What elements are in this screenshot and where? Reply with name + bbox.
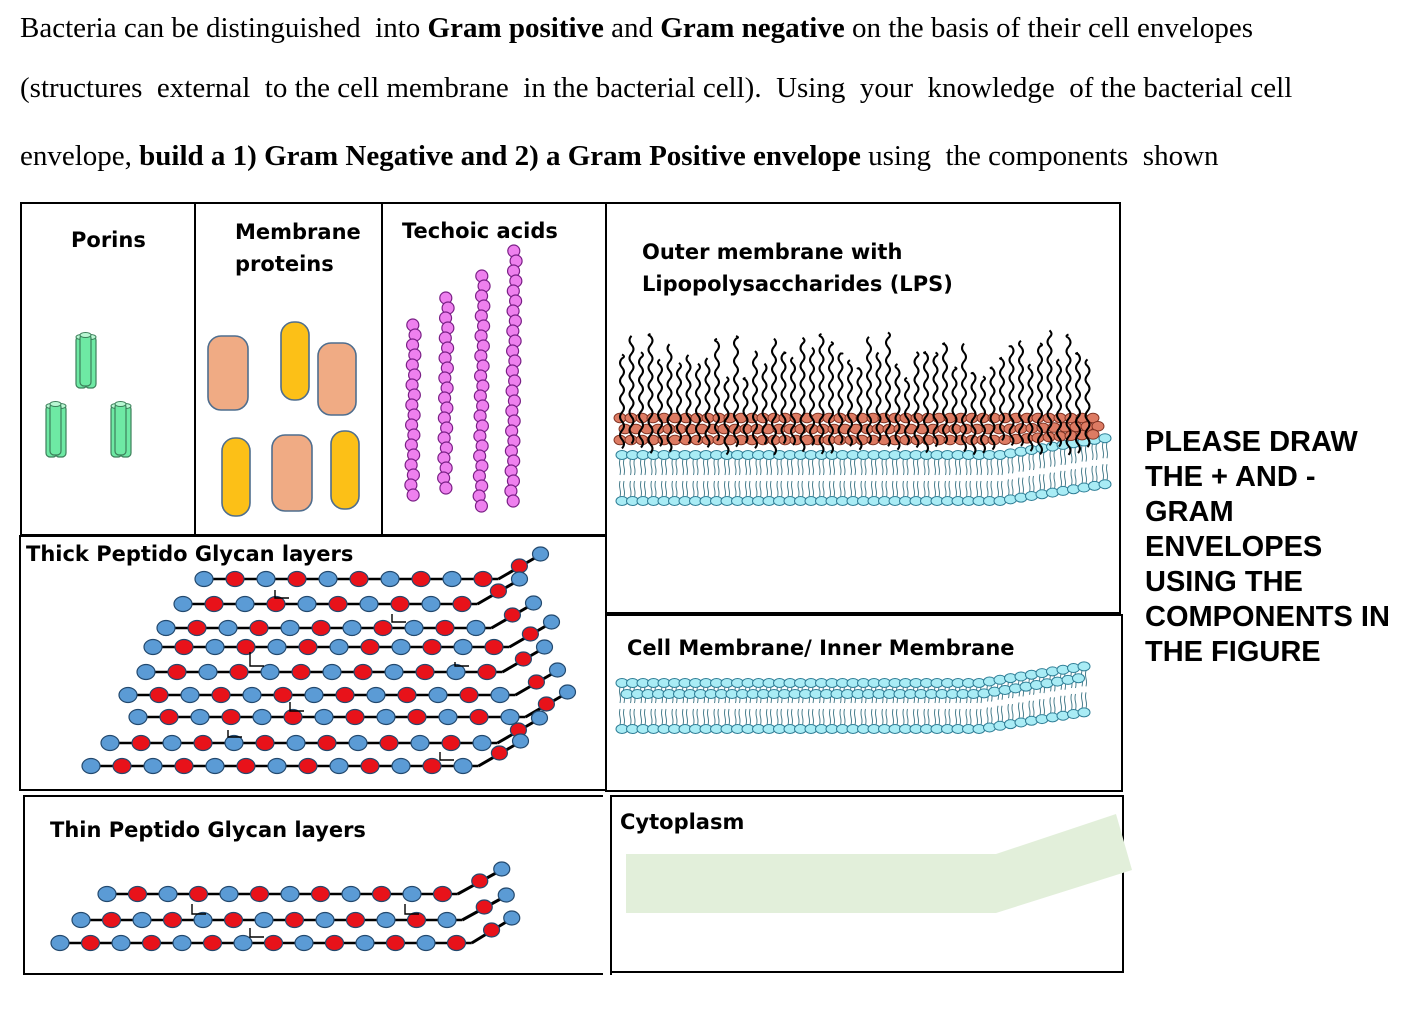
outer-membrane-bilayer	[615, 433, 1112, 506]
membrane-protein	[207, 335, 249, 411]
teichoic-acid-chain	[472, 269, 491, 513]
peptide-crosslink	[454, 662, 469, 667]
peptidoglycan-strand	[50, 910, 521, 952]
membrane-proteins-drawing	[207, 321, 360, 517]
teichoic-acids-drawing	[404, 244, 523, 513]
thin-peptidoglycan-drawing	[50, 861, 521, 952]
membrane-protein	[317, 342, 357, 416]
peptide-crosslink	[274, 590, 289, 599]
peptidoglycan-strand	[100, 710, 549, 752]
peptidoglycan-strand	[71, 887, 515, 929]
membrane-protein	[221, 437, 251, 517]
peptidoglycan-strand	[81, 733, 530, 775]
membrane-protein	[330, 430, 360, 510]
membrane-proteins-label-line-1: Membrane	[235, 220, 361, 244]
peptide-crosslink	[249, 928, 264, 938]
peptide-crosslink	[404, 904, 419, 915]
thick-peptidoglycan-drawing	[81, 546, 577, 775]
peptidoglycan-strand	[97, 861, 511, 903]
peptidoglycan-strand	[194, 546, 550, 588]
peptide-crosslink	[191, 904, 206, 915]
emphasis-text: Gram positive	[427, 12, 604, 44]
drawing-instruction: PLEASE DRAW THE + AND - GRAM ENVELOPES U…	[1145, 426, 1390, 668]
instructions-line-3: envelope, build a 1) Gram Negative and 2…	[20, 140, 1219, 173]
peptidoglycan-strand	[156, 595, 543, 637]
porin	[45, 401, 67, 458]
teichoic-acids-label: Techoic acids	[402, 219, 558, 243]
instructions-line-1: Bacteria can be distinguished into Gram …	[20, 12, 1253, 45]
membrane-proteins-label-line-2: proteins	[235, 252, 334, 276]
instruction-text: on the basis of their cell envelopes	[844, 12, 1254, 44]
teichoic-acid-chain	[437, 291, 455, 495]
instruction-text: (structures external to the cell membran…	[20, 72, 1293, 104]
porin	[110, 401, 132, 458]
peptidoglycan-strand	[173, 571, 529, 613]
peptide-crosslink	[439, 752, 454, 761]
lps-polysaccharide-chains	[619, 329, 1091, 456]
membrane-protein	[280, 321, 310, 401]
membrane-protein	[271, 434, 313, 512]
instruction-text: and	[603, 12, 661, 44]
outer-membrane-panel	[605, 202, 1121, 614]
instructions-line-2: (structures external to the cell membran…	[20, 72, 1292, 105]
cell-membrane-panel	[605, 614, 1123, 792]
teichoic-acids-panel	[381, 202, 607, 536]
peptidoglycan-strand	[136, 639, 554, 681]
thin-peptidoglycan-label: Thin Peptido Glycan layers	[50, 818, 366, 842]
porins-label: Porins	[71, 228, 146, 252]
peptide-crosslink	[249, 652, 264, 667]
outer-membrane-label-line-2: Lipopolysaccharides (LPS)	[642, 272, 953, 296]
peptidoglycan-strand	[128, 684, 577, 726]
instruction-text: Bacteria can be distinguished into	[20, 12, 428, 44]
outer-membrane-drawing	[613, 329, 1112, 506]
porins-drawing	[45, 332, 132, 458]
cytoplasm-drawing	[626, 814, 1132, 913]
outer-membrane-label-line-1: Outer membrane with	[642, 240, 903, 264]
cytoplasm-region	[626, 814, 1132, 913]
peptidoglycan-strand	[143, 614, 561, 656]
inner-membrane-upper-heads	[620, 673, 1085, 699]
cytoplasm-label: Cytoplasm	[620, 810, 745, 834]
emphasis-text: build a 1) Gram Negative and 2) a Gram P…	[139, 140, 861, 172]
cell-membrane-label: Cell Membrane/ Inner Membrane	[627, 636, 1015, 660]
emphasis-text: Gram negative	[660, 12, 845, 44]
inner-membrane-bilayer	[615, 661, 1091, 734]
peptide-crosslink	[227, 730, 242, 738]
peptidoglycan-strand	[118, 662, 567, 704]
porin	[75, 332, 97, 389]
instruction-text: using the components shown	[860, 140, 1219, 172]
peptide-crosslink	[289, 702, 304, 712]
instruction-text: envelope,	[20, 140, 140, 172]
cell-membrane-drawing	[615, 661, 1091, 734]
peptide-crosslink	[391, 614, 406, 623]
thick-peptidoglycan-label: Thick Peptido Glycan layers	[26, 542, 354, 566]
teichoic-acid-chain	[504, 244, 523, 508]
teichoic-acid-chain	[404, 318, 422, 502]
